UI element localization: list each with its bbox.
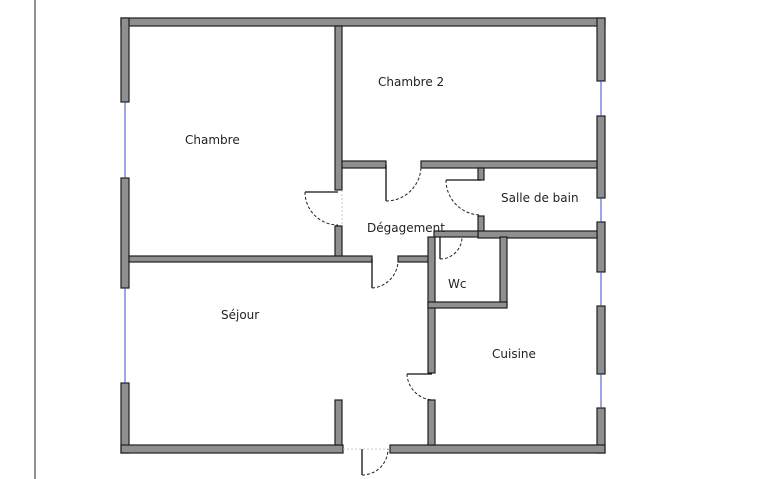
interior-walls <box>128 25 598 446</box>
wall-chambre-chambre2 <box>334 25 343 191</box>
windows <box>124 81 602 408</box>
wall-right-1 <box>596 17 606 82</box>
door-cuisine-arc <box>406 373 435 401</box>
wall-chambre2-bottom-right <box>420 160 598 169</box>
room-labels: Chambre Chambre 2 Salle de bain Dégageme… <box>185 75 579 361</box>
door-sdb-arc <box>445 179 482 216</box>
wall-top <box>120 17 606 27</box>
wall-left-1 <box>120 17 130 103</box>
wall-chambre-sejour <box>128 255 373 263</box>
wall-entrance-stub <box>334 399 343 446</box>
wall-sdb-left-upper <box>477 167 485 181</box>
wall-sdb-bottom <box>477 230 598 239</box>
room-label-degagement: Dégagement <box>367 221 445 235</box>
wall-right-3 <box>596 221 606 273</box>
wall-chambre2-bottom-left <box>341 160 387 169</box>
wall-bottom-right <box>389 444 606 454</box>
wall-wc-cuisine <box>499 236 508 307</box>
room-label-wc: Wc <box>448 277 466 291</box>
wall-right-4 <box>596 305 606 375</box>
room-label-cuisine: Cuisine <box>492 347 536 361</box>
wall-left-3 <box>120 382 130 454</box>
door-chambre-arc <box>304 191 339 226</box>
wall-wc-bottom <box>427 301 508 309</box>
doors <box>304 164 482 476</box>
door-sejour-arc <box>371 261 399 289</box>
room-label-sejour: Séjour <box>221 308 259 322</box>
wall-left-2 <box>120 177 130 289</box>
room-label-chambre-2: Chambre 2 <box>378 75 444 89</box>
door-entrance-arc <box>361 448 389 476</box>
wall-degagement-wc-top <box>433 230 479 238</box>
wall-right-2 <box>596 115 606 199</box>
wall-sejour-cuisine-lower <box>427 399 436 446</box>
wall-bottom-left <box>120 444 344 454</box>
room-label-salle-de-bain: Salle de bain <box>501 191 579 205</box>
door-wc-arc <box>439 236 463 260</box>
door-chambre2-arc <box>385 164 422 202</box>
room-label-chambre: Chambre <box>185 133 240 147</box>
